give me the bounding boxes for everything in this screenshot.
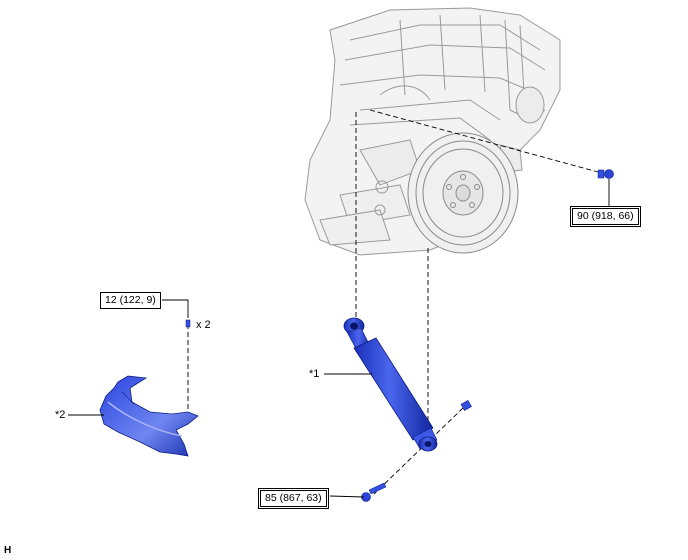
- quantity-label: x 2: [196, 319, 211, 331]
- lower-nut: [460, 399, 472, 411]
- callout-spring-bumper: *2: [55, 409, 66, 421]
- upper-bolt: [597, 169, 614, 179]
- corner-mark: H: [4, 545, 12, 556]
- brake-disc: [407, 132, 519, 254]
- torque-upper-bolt: 90 (918, 66): [570, 206, 641, 227]
- lower-bolt: [361, 482, 387, 502]
- spring-bumper: [99, 375, 199, 457]
- alignment-lines: [187, 109, 599, 495]
- torque-small-bolt: 12 (122, 9): [100, 292, 161, 309]
- small-bolt: [185, 319, 191, 328]
- shock-absorber: [343, 317, 438, 452]
- leader-lines: [68, 179, 610, 498]
- torque-lower-bolt: 85 (867, 63): [258, 488, 329, 509]
- callout-shock-absorber: *1: [309, 368, 320, 380]
